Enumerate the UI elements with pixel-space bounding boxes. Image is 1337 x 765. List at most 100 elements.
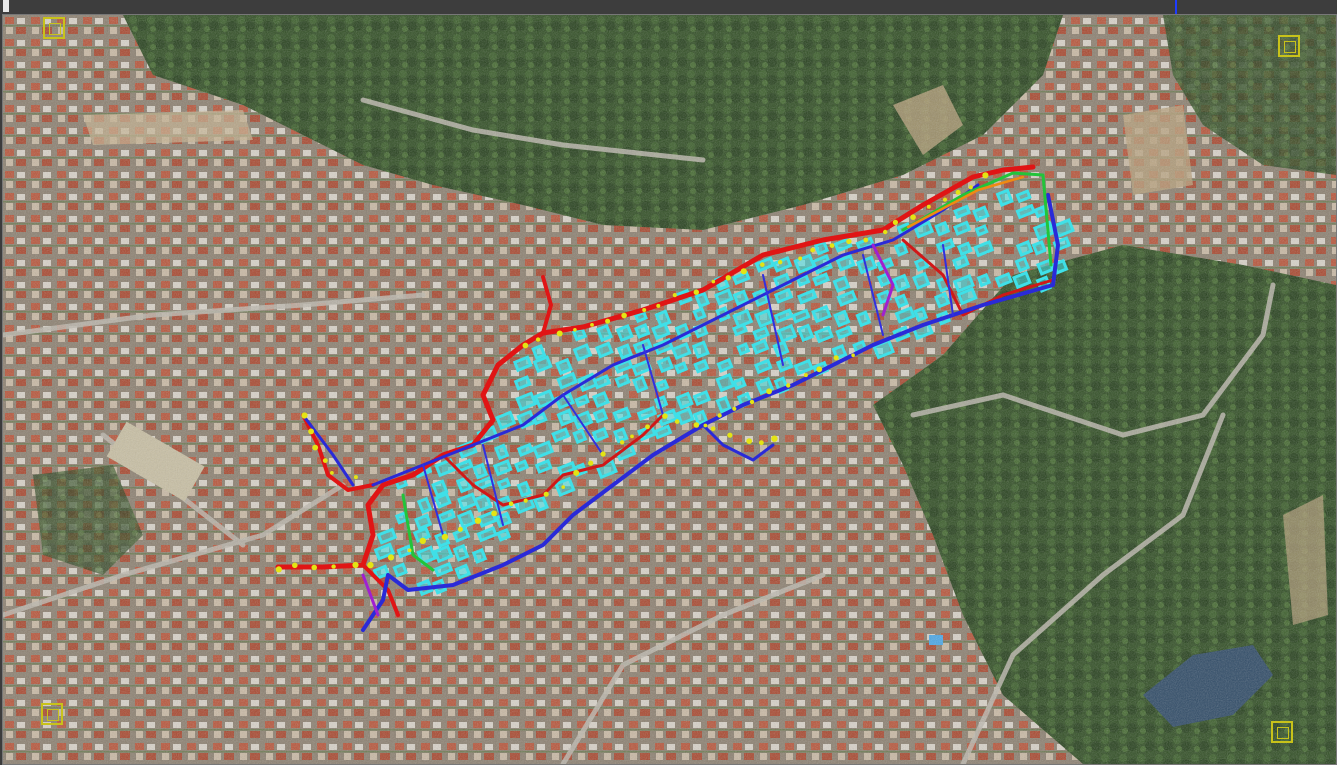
- pipe-red-main: [275, 164, 1036, 570]
- service-point: [766, 388, 772, 395]
- building-footprint: [692, 306, 707, 322]
- building-footprint: [376, 527, 398, 545]
- service-point: [662, 413, 668, 419]
- building-footprint: [591, 426, 609, 443]
- service-point: [693, 289, 699, 295]
- building-footprint: [835, 253, 856, 272]
- building-footprint: [556, 371, 579, 390]
- building-footprint: [373, 542, 396, 561]
- building-footprint: [516, 480, 532, 498]
- building-footprint: [776, 323, 798, 344]
- building-footprint: [692, 409, 709, 427]
- building-footprint: [935, 237, 956, 254]
- building-footprint: [796, 323, 815, 343]
- pipe-blue-branch-2: [301, 413, 355, 487]
- building-footprint: [753, 358, 773, 375]
- service-point: [759, 440, 764, 446]
- building-footprint: [472, 462, 489, 480]
- service-point: [710, 426, 716, 432]
- service-point: [829, 243, 835, 249]
- building-footprint: [551, 427, 571, 443]
- building-footprint: [894, 293, 909, 309]
- service-point: [535, 337, 541, 342]
- service-point: [810, 247, 815, 253]
- service-point: [711, 279, 716, 284]
- building-footprint: [1011, 270, 1032, 290]
- building-footprint: [433, 561, 454, 578]
- building-footprint: [736, 342, 751, 356]
- service-point: [352, 561, 359, 569]
- building-footprint: [634, 323, 651, 339]
- building-footprint: [754, 308, 775, 329]
- service-point: [621, 312, 627, 319]
- building-footprint: [455, 458, 474, 473]
- service-point: [926, 204, 931, 209]
- building-footprint: [976, 272, 992, 288]
- building-footprint: [633, 310, 648, 324]
- building-footprint: [812, 272, 831, 287]
- building-footprint: [496, 527, 512, 542]
- building-footprint: [796, 288, 818, 305]
- pipe-red-branch-west: [301, 413, 375, 492]
- building-footprint: [715, 395, 732, 414]
- building-footprint: [952, 220, 972, 236]
- pipe-red-south: [361, 563, 400, 617]
- building-footprint: [813, 240, 830, 256]
- service-point: [846, 238, 852, 245]
- service-point: [491, 510, 497, 517]
- building-footprint: [574, 394, 590, 408]
- building-footprint: [952, 273, 975, 294]
- building-footprint: [512, 355, 533, 373]
- service-point: [312, 444, 319, 451]
- building-footprint: [473, 493, 493, 513]
- building-footprint: [572, 343, 593, 362]
- building-footprint: [674, 361, 689, 375]
- building-footprint: [495, 410, 517, 431]
- pipe-green-service: [401, 171, 1053, 572]
- building-footprint: [714, 288, 734, 306]
- building-footprint: [732, 376, 747, 391]
- service-point: [605, 318, 611, 324]
- building-footprint: [514, 459, 530, 473]
- service-point: [982, 172, 989, 179]
- pipe-purple-service: [361, 243, 895, 617]
- building-footprint: [811, 304, 832, 324]
- service-point: [331, 564, 336, 569]
- building-footprint: [492, 459, 513, 477]
- service-point: [311, 564, 318, 571]
- pipe-red-branch-north: [541, 275, 553, 335]
- service-point: [407, 548, 412, 553]
- service-point: [457, 526, 463, 532]
- building-footprint: [1033, 205, 1048, 219]
- map-viewport[interactable]: [2, 14, 1337, 765]
- building-footprint: [732, 289, 750, 307]
- building-footprint: [513, 375, 532, 391]
- building-footprint: [631, 375, 649, 394]
- building-footprint: [496, 477, 512, 491]
- building-footprint: [913, 220, 935, 239]
- building-footprint: [614, 373, 631, 388]
- building-footprint: [471, 547, 488, 564]
- building-footprint: [732, 270, 751, 286]
- building-footprint: [452, 543, 470, 562]
- building-footprint: [534, 458, 553, 475]
- service-point: [798, 256, 803, 261]
- building-layer: [372, 188, 1075, 597]
- map-canvas[interactable]: [3, 15, 1336, 764]
- service-point: [833, 355, 839, 361]
- service-point: [942, 197, 948, 202]
- building-footprint: [454, 563, 472, 580]
- building-footprint: [532, 355, 553, 374]
- building-footprint: [531, 411, 548, 426]
- service-point: [656, 303, 661, 308]
- service-point: [955, 189, 961, 195]
- building-footprint: [1015, 239, 1034, 257]
- building-footprint: [751, 338, 770, 355]
- pipe-blue-grid-1: [422, 244, 954, 536]
- building-footprint: [592, 408, 609, 424]
- building-footprint: [516, 442, 534, 457]
- service-point: [441, 533, 449, 541]
- building-footprint: [833, 309, 851, 328]
- building-footprint: [655, 378, 670, 393]
- service-point: [674, 419, 680, 424]
